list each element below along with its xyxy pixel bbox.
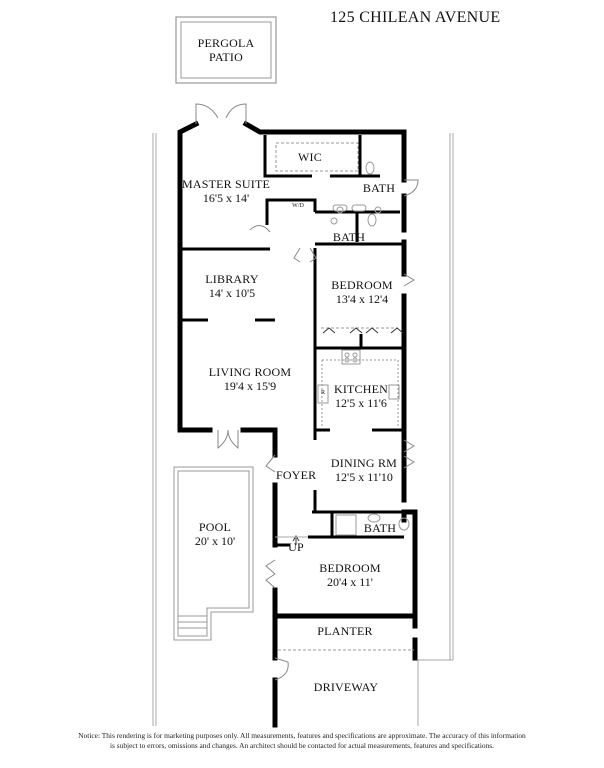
- master-suite-dim: 16'5 x 14': [202, 190, 250, 205]
- notice-line-2: is subject to errors, omissions and chan…: [110, 740, 494, 750]
- pool-label: POOL 20' x 10': [180, 520, 250, 549]
- living-room-label: LIVING ROOM 19'4 x 15'9: [200, 365, 300, 394]
- master-suite-label: MASTER SUITE 16'5 x 14': [178, 177, 274, 206]
- bedroom-2-dim: 20'4 x 11': [327, 574, 373, 589]
- property-lines: [152, 133, 454, 726]
- driveway-label: DRIVEWAY: [313, 680, 379, 694]
- library-label: LIBRARY 14' x 10'5: [192, 272, 272, 301]
- dining-room-label: DINING RM 12'5 x 11'10: [326, 456, 402, 485]
- stairs-up-label: UP: [288, 540, 304, 554]
- pool-dim: 20' x 10': [194, 533, 236, 548]
- pergola-label-line1: PERGOLA: [197, 36, 255, 50]
- bedroom-1-name: BEDROOM: [331, 278, 393, 292]
- stairs-arrow: [275, 535, 308, 545]
- door-swings: [195, 103, 419, 681]
- living-room-dim: 19'4 x 15'9: [223, 378, 277, 393]
- bedroom-2-label: BEDROOM 20'4 x 11': [310, 561, 390, 590]
- master-bath-label: BATH: [362, 181, 396, 195]
- living-room-name: LIVING ROOM: [208, 365, 292, 379]
- notice-line-1: Notice: This rendering is for marketing …: [78, 731, 526, 740]
- planter-label: PLANTER: [317, 624, 373, 638]
- bedroom-1-dim: 13'4 x 12'4: [335, 291, 389, 306]
- dining-name: DINING RM: [330, 456, 398, 470]
- pergola-patio-label: PERGOLA PATIO: [196, 36, 256, 65]
- master-suite-name: MASTER SUITE: [181, 177, 271, 191]
- property-address-title: 125 CHILEAN AVENUE: [330, 9, 501, 26]
- refrigerator-label: R: [320, 390, 325, 396]
- kitchen-dim: 12'5 x 11'6: [335, 395, 387, 410]
- pergola-outline: [175, 16, 277, 84]
- closet-doors: [322, 327, 404, 334]
- bedroom-2-name: BEDROOM: [319, 561, 381, 575]
- dining-dim: 12'5 x 11'10: [335, 469, 393, 484]
- library-name: LIBRARY: [205, 272, 259, 286]
- disclaimer-notice: Notice: This rendering is for marketing …: [0, 731, 604, 751]
- kitchen-label: KITCHEN 12'5 x 11'6: [326, 382, 396, 411]
- kitchen-name: KITCHEN: [333, 382, 389, 396]
- pergola-label-line2: PATIO: [209, 49, 243, 64]
- hall-bath-label: BATH: [332, 230, 366, 244]
- guest-bath-label: BATH: [363, 521, 397, 535]
- fixtures: [275, 142, 410, 536]
- library-dim: 14' x 10'5: [208, 285, 256, 300]
- wic-label: WIC: [298, 150, 322, 164]
- foyer-label: FOYER: [276, 468, 317, 482]
- interior-walls: [180, 135, 404, 547]
- washer-dryer-label: W/D: [292, 203, 304, 209]
- pool-outline: [173, 466, 254, 641]
- exterior-walls: [177, 120, 418, 728]
- bedroom-1-label: BEDROOM 13'4 x 12'4: [322, 278, 402, 307]
- pool-name: POOL: [198, 520, 232, 534]
